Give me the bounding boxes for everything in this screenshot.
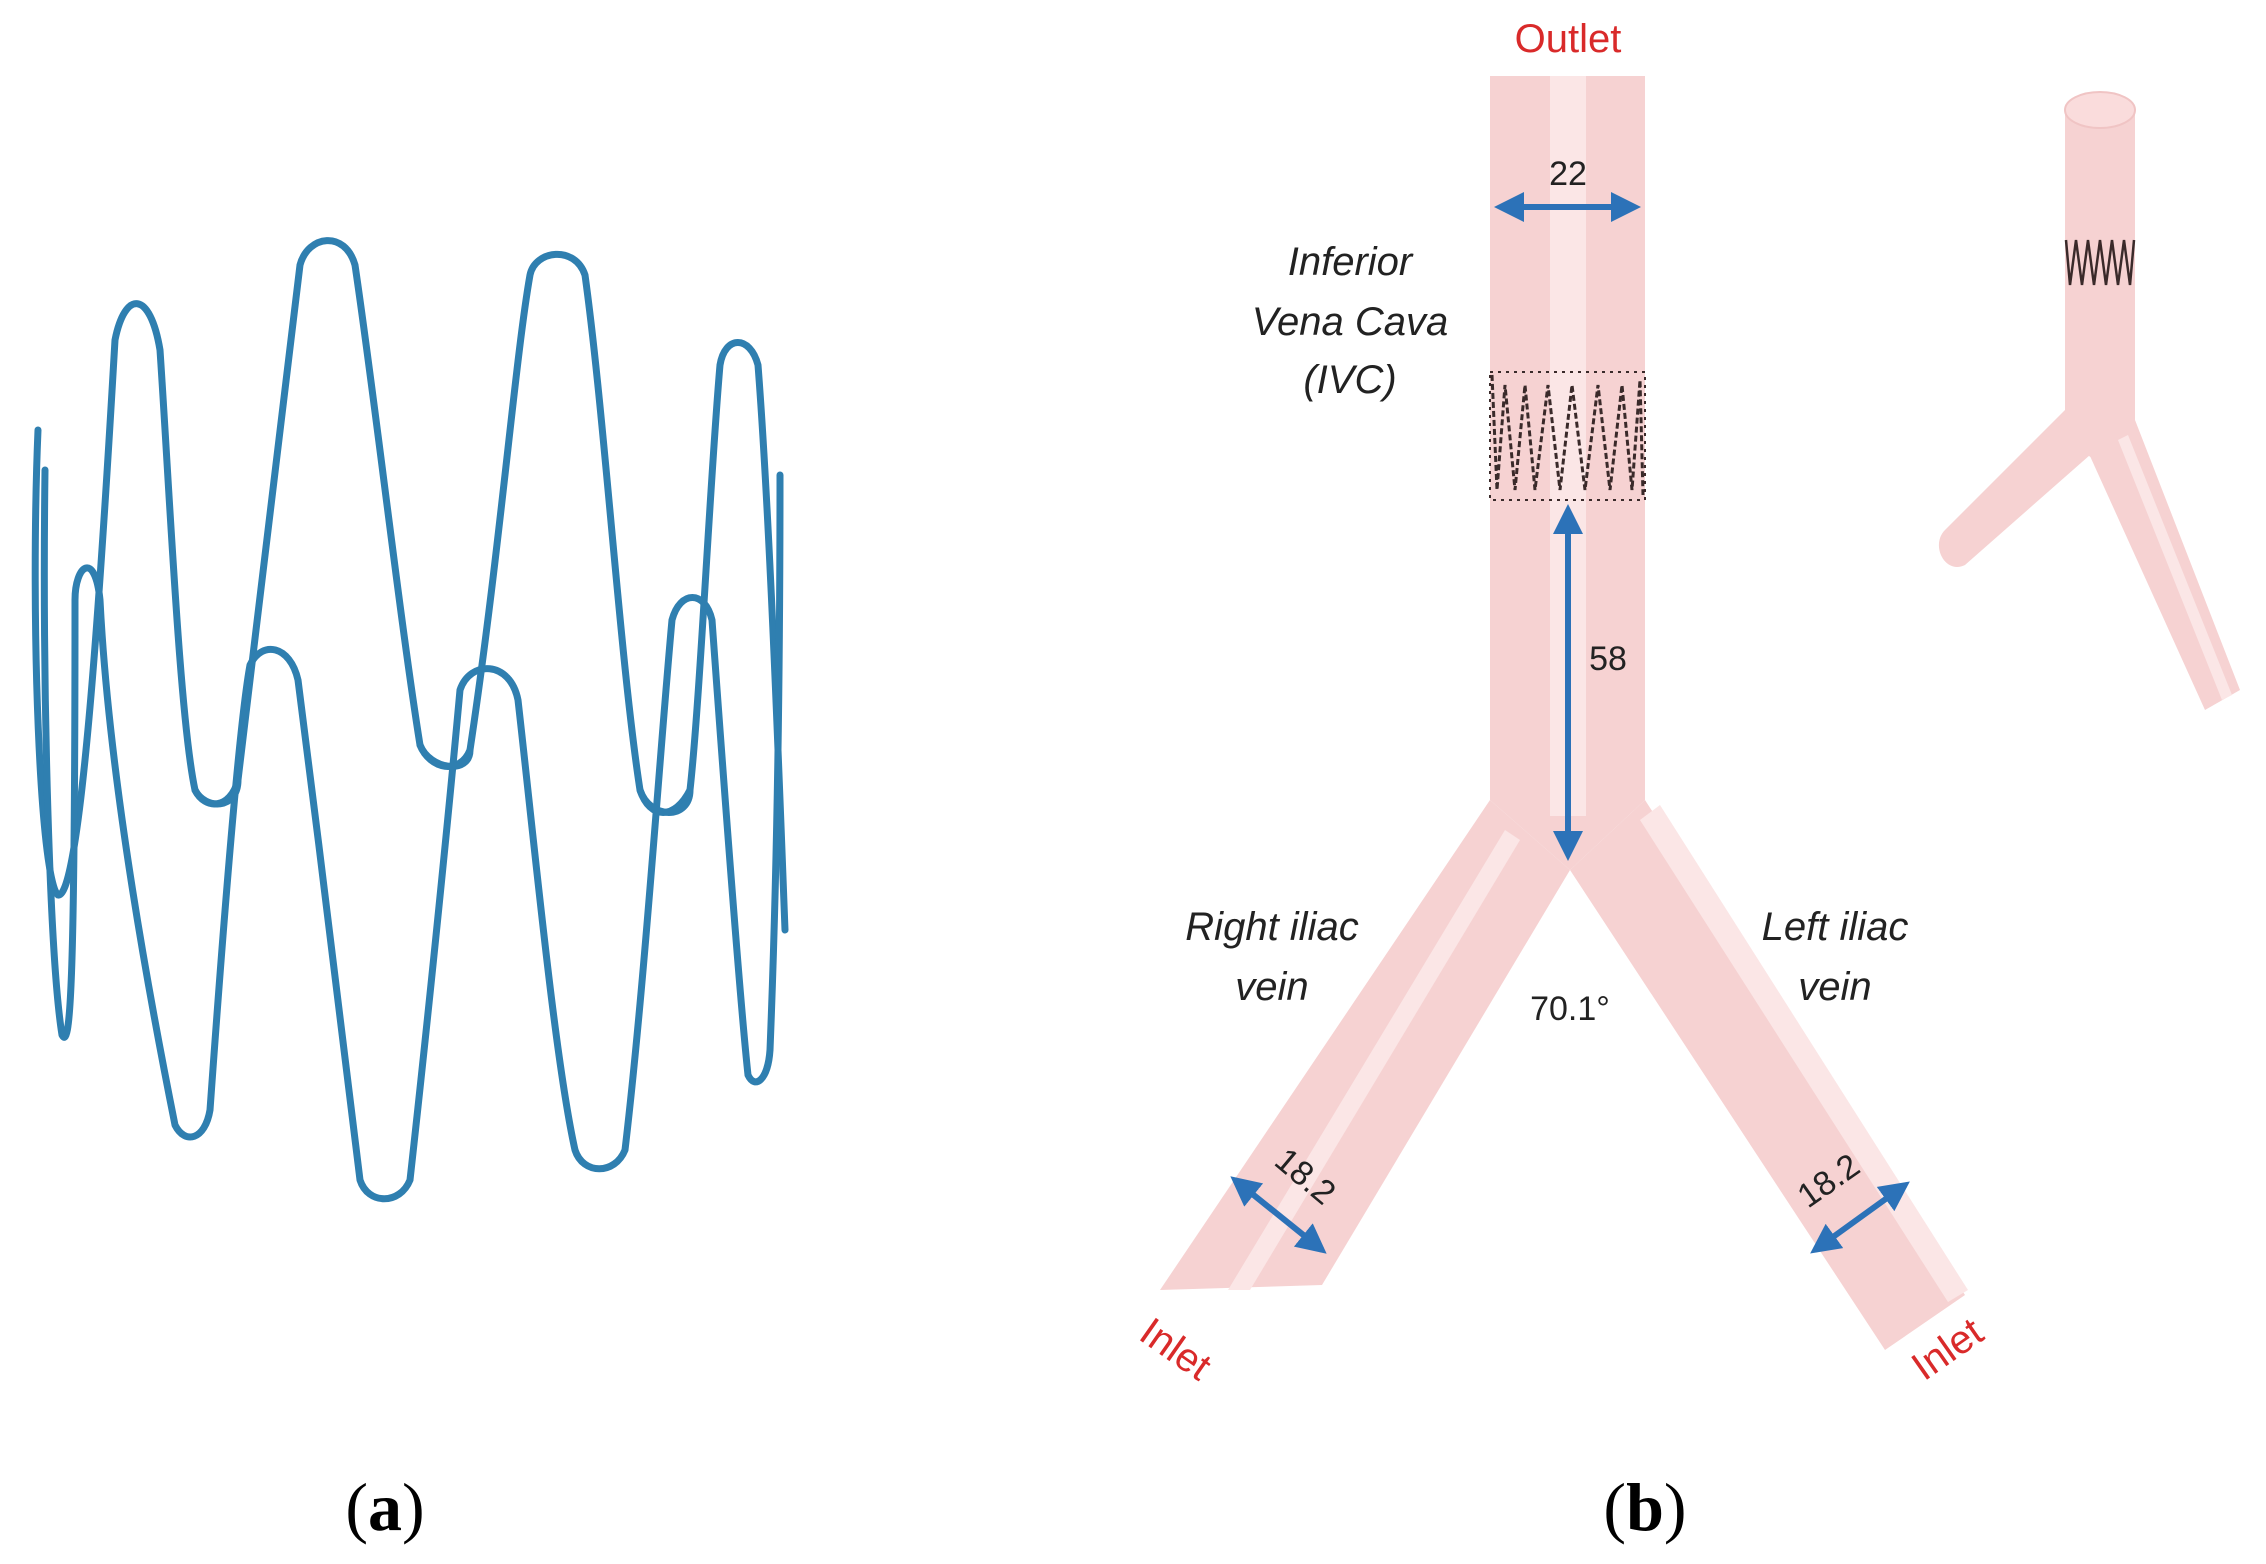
inset-right-branch — [1938, 410, 2090, 567]
left-iliac-diameter-arrow — [1810, 1181, 1910, 1254]
bifurcation-angle-label: 70.1° — [1530, 990, 1610, 1028]
left-iliac-label-line2: vein — [1798, 965, 1871, 1009]
inset-ivc-top — [2064, 91, 2136, 129]
panel-b: 22 58 70.1° 18.2 18.2 Outlet Inlet Inlet… — [1132, 17, 2240, 1545]
left-highlight — [1640, 805, 1968, 1302]
stent-distance-label: 58 — [1589, 640, 1627, 678]
right-iliac-diameter-arrow — [1230, 1176, 1327, 1254]
right-iliac-vessel — [1160, 800, 1570, 1290]
ivc-stent — [1490, 374, 1645, 496]
stent-strut-lower — [40, 466, 784, 1203]
stent-strut-mid — [191, 741, 694, 816]
caption-a: (a) — [345, 1469, 424, 1545]
inset-3d-view — [1938, 91, 2240, 710]
inlet-left-label: Inlet — [1132, 1310, 1219, 1389]
ivc-label-line1: Inferior — [1288, 240, 1414, 284]
ivc-label-line3: (IVC) — [1303, 358, 1396, 402]
left-iliac-label-line1: Left iliac — [1762, 905, 1909, 949]
outlet-label: Outlet — [1515, 17, 1622, 61]
inset-left-highlight — [2118, 435, 2232, 700]
inset-stent — [2064, 239, 2136, 286]
ivc-diameter-label: 22 — [1549, 155, 1587, 193]
left-iliac-vessel — [1570, 800, 1965, 1350]
ivc-label-line2: Vena Cava — [1252, 300, 1448, 344]
caption-b: (b) — [1603, 1469, 1686, 1545]
right-iliac-label-line2: vein — [1235, 965, 1308, 1009]
right-iliac-label-line1: Right iliac — [1185, 905, 1358, 949]
ivc-stent-band — [1489, 371, 1646, 501]
right-highlight — [1228, 830, 1520, 1290]
inset-ivc — [2065, 110, 2135, 470]
stent-strut-upper — [31, 237, 789, 934]
panel-a: (a) — [31, 237, 789, 1545]
